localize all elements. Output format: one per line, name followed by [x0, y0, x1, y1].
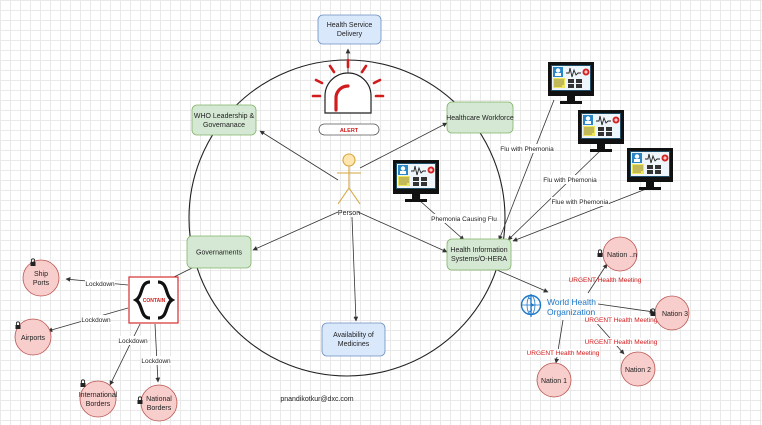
- monitor-icon: [626, 147, 674, 191]
- edge-label-urgent-2: URGENT Health Meeting: [585, 339, 658, 346]
- contain-brackets-icon: CONTAIN: [128, 276, 179, 324]
- person-label: Person: [338, 210, 360, 217]
- contain-label: CONTAIN: [143, 298, 166, 304]
- nation-n-label: Nation ..n: [607, 252, 637, 259]
- monitor-edges: [418, 99, 647, 242]
- nation-3-label: Nation 3: [662, 311, 688, 318]
- availability-medicines-line2: Medicines: [338, 341, 370, 348]
- healthcare-workforce-label: Healthcare Workforce: [446, 115, 514, 122]
- monitor-icon: [547, 61, 595, 105]
- ship-ports-line1: Ship: [34, 271, 48, 278]
- nation-3-node: Nation 3: [650, 295, 690, 331]
- national-borders-line2: Borders: [147, 405, 172, 412]
- alert-label: ALERT: [340, 128, 359, 134]
- health-service-delivery-line1: Health Service: [327, 22, 373, 29]
- nation-1-node: Nation 1: [536, 362, 572, 398]
- who-leadership-line1: WHO Leadership &: [194, 113, 255, 120]
- ship-ports-line2: Ports: [33, 280, 50, 287]
- who-leadership-box: WHO Leadership & Governanace: [191, 104, 257, 136]
- edge-label-phemonia-causing: Phemonia Causing Flu: [431, 216, 497, 223]
- who-logo-line2: Organization: [547, 307, 595, 317]
- availability-medicines-line1: Availability of: [333, 332, 374, 339]
- health-information-line1: Health Information: [450, 247, 507, 254]
- ship-ports-node: Ship Ports: [22, 258, 60, 297]
- health-service-delivery-box: Health Service Delivery: [317, 14, 382, 45]
- monitor-icon: [577, 109, 625, 153]
- who-emblem-icon: [520, 294, 542, 317]
- availability-medicines-box: Availability of Medicines: [321, 322, 386, 357]
- airports-label: Airports: [21, 335, 46, 342]
- lock-icon: [137, 396, 143, 405]
- nation-2-label: Nation 2: [625, 367, 651, 374]
- monitor-icon: [392, 159, 440, 203]
- international-borders-node: International Borders: [79, 379, 118, 418]
- airports-node: Airports: [14, 318, 52, 356]
- health-information-box: Health Information Systems/O-HERA: [446, 238, 512, 271]
- edge-label-urgent-3: URGENT Health Meeting: [585, 317, 658, 324]
- national-borders-node: National Borders: [137, 384, 178, 422]
- governments-box: Governaments: [186, 235, 252, 269]
- lock-icon: [15, 321, 21, 330]
- lock-icon: [597, 249, 603, 258]
- nation-1-label: Nation 1: [541, 378, 567, 385]
- nation-n-node: Nation ..n: [597, 236, 638, 272]
- who-logo: World Health Organization: [520, 294, 596, 317]
- health-information-line2: Systems/O-HERA: [451, 256, 507, 263]
- footer-email: pnandikotkur@dxc.com: [280, 396, 353, 403]
- who-logo-line1: World Health: [547, 297, 596, 307]
- person-icon: [337, 153, 361, 205]
- edge-label-flue: Flue with Phemonia: [551, 199, 608, 206]
- edge-label-lockdown-national: Lockdown: [141, 358, 171, 365]
- international-borders-line2: Borders: [86, 401, 111, 408]
- who-leadership-line2: Governanace: [203, 122, 245, 129]
- healthcare-workforce-box: Healthcare Workforce: [446, 101, 514, 134]
- edge-label-lockdown-ship: Lockdown: [85, 281, 115, 288]
- edge-label-urgent-1: URGENT Health Meeting: [527, 350, 600, 357]
- nation-2-node: Nation 2: [620, 351, 656, 387]
- lock-icon: [30, 258, 36, 267]
- person-edges: [252, 48, 448, 322]
- edge-label-lockdown-airports: Lockdown: [81, 317, 111, 324]
- international-borders-line1: International: [79, 392, 118, 399]
- edge-label-urgent-n: URGENT Health Meeting: [569, 277, 642, 284]
- edge-label-lockdown-international: Lockdown: [118, 338, 148, 345]
- health-service-delivery-line2: Delivery: [337, 31, 363, 38]
- lock-icon: [650, 308, 656, 317]
- national-borders-line1: National: [146, 396, 172, 403]
- edge-label-flu-2: Flu with Phemonia: [543, 177, 597, 184]
- lock-icon: [80, 379, 86, 388]
- edge-label-flu-1: Flu with Phemonia: [500, 146, 554, 153]
- governments-label: Governaments: [196, 250, 242, 257]
- alert-siren-icon: ALERT: [311, 58, 385, 136]
